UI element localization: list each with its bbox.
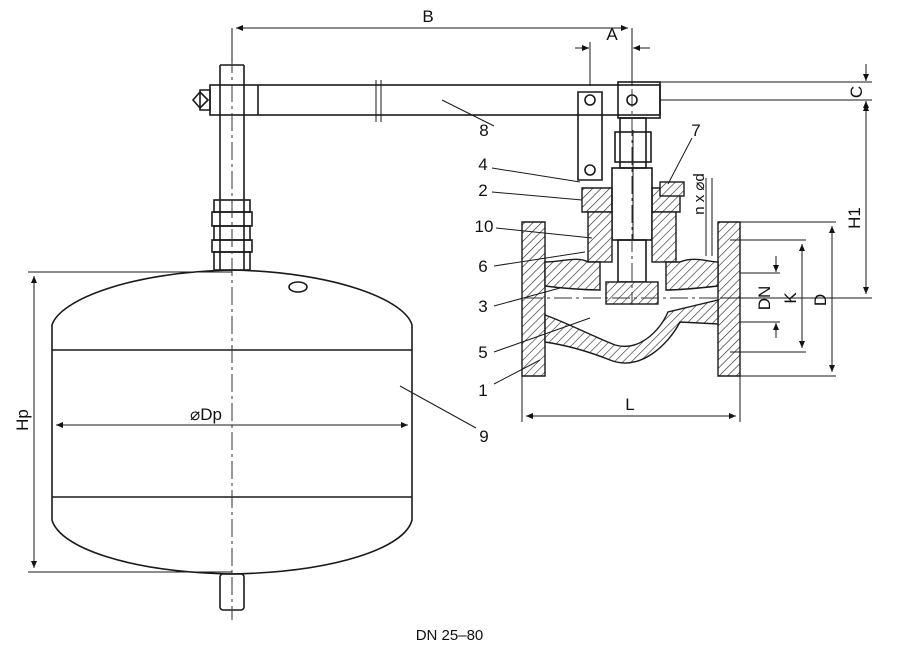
dim-Dp: ⌀Dp [190,405,222,424]
link-plate [577,91,603,181]
dim-H1: H1 [845,207,864,229]
part-4: 4 [478,155,487,174]
part-labels: 4 2 10 6 3 5 1 7 8 9 [475,121,701,446]
leader-lines [399,99,693,429]
part-3: 3 [478,297,487,316]
dimension-labels: B A C H1 n x ⌀d D K DN L ⌀Dp Hp [13,7,866,431]
dim-Hp: Hp [13,409,32,431]
dimension-lines [28,25,872,573]
dim-nd: n x ⌀d [691,173,708,215]
part-2: 2 [478,181,487,200]
valve-body [521,221,741,377]
drawing-caption: DN 25–80 [415,627,484,644]
dim-DN: DN [755,286,774,311]
dim-L: L [625,395,634,414]
dim-D: D [811,294,830,306]
part-5: 5 [478,343,487,362]
part-10: 10 [475,217,494,236]
part-9: 9 [479,427,488,446]
part-7: 7 [691,121,700,140]
lever-arm [191,80,661,122]
part-6: 6 [478,257,487,276]
part-1: 1 [478,381,487,400]
dim-B: B [422,7,433,26]
part-8: 8 [479,121,488,140]
dim-C: C [847,86,866,98]
dim-A: A [606,25,618,44]
dim-K: K [781,292,800,304]
